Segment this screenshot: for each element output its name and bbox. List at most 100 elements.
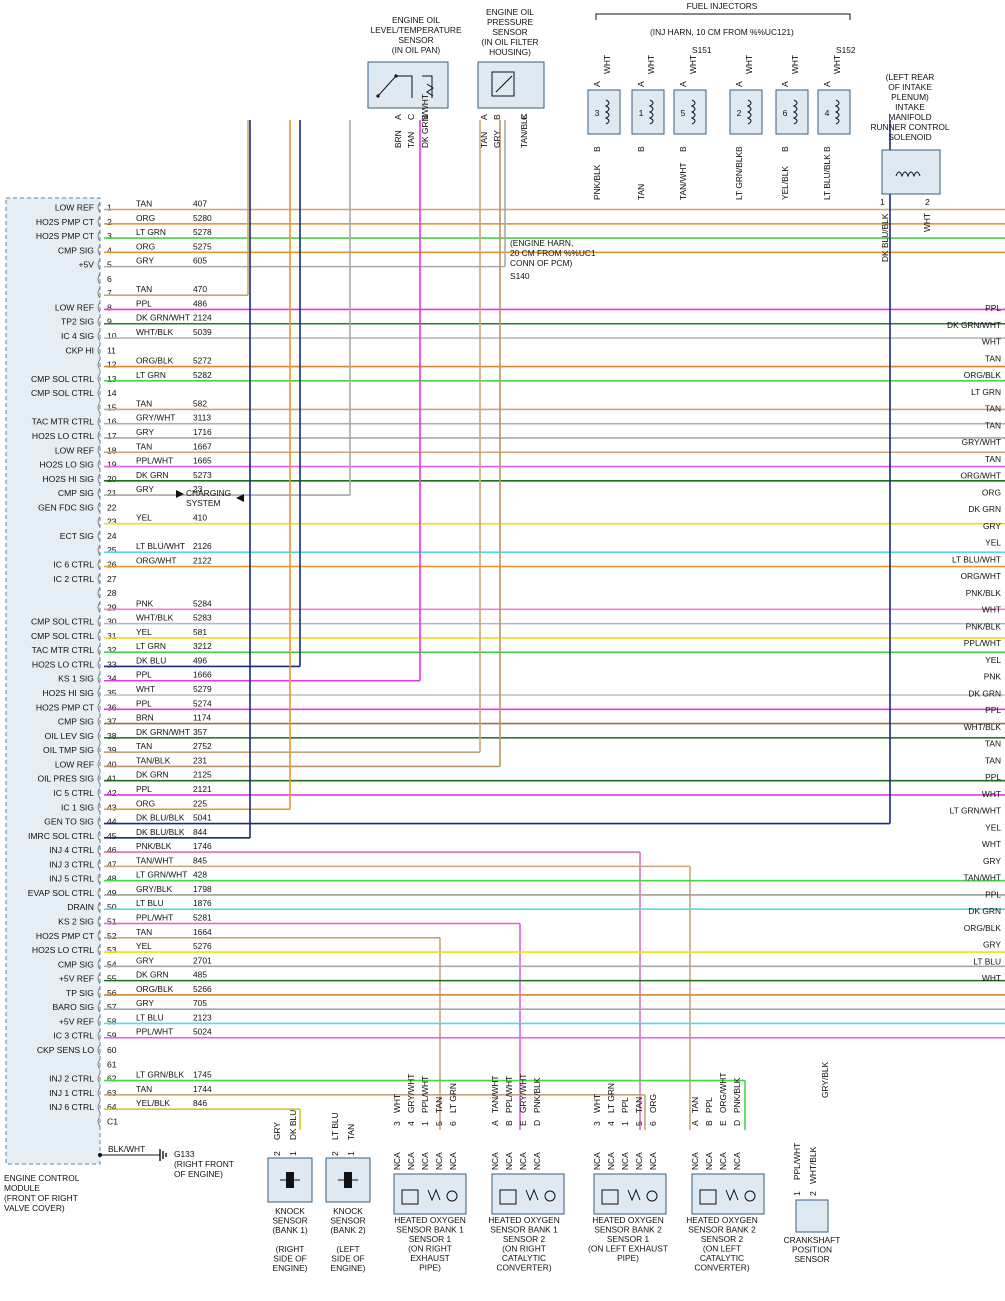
pcm-pin-number: 50 bbox=[107, 902, 117, 912]
ho2s22-title-line: CONVERTER) bbox=[694, 1263, 749, 1273]
wire-color-label: YEL/BLK bbox=[136, 1098, 170, 1108]
svg-text:TAN: TAN bbox=[634, 1097, 644, 1113]
right-edge-label: WHT/BLK bbox=[964, 722, 1002, 732]
right-edge-label: ORG/WHT bbox=[961, 471, 1001, 481]
pcm-pin-number: 48 bbox=[107, 874, 117, 884]
circuit-number-label: 605 bbox=[193, 256, 207, 266]
svg-text:NCA: NCA bbox=[690, 1152, 700, 1170]
svg-text:2: 2 bbox=[737, 108, 742, 118]
circuit-number-label: 1174 bbox=[193, 713, 211, 723]
wire-color-label: DK GRN/WHT bbox=[136, 313, 190, 323]
right-edge-label: TAN bbox=[985, 353, 1001, 363]
oil-level-wire-label: DK GRN/WHT bbox=[420, 94, 430, 148]
svg-text:WHT: WHT bbox=[688, 55, 698, 74]
pin-terminal-icon bbox=[97, 902, 101, 913]
svg-text:NCA: NCA bbox=[448, 1152, 458, 1170]
wire-color-label: LT GRN bbox=[136, 370, 166, 380]
ho2s12-title-line: CATALYTIC bbox=[502, 1253, 546, 1263]
ks2-title-line: SENSOR bbox=[330, 1216, 365, 1226]
pcm-pin-number: 51 bbox=[107, 917, 117, 927]
circuit-number-label: 2701 bbox=[193, 955, 212, 965]
pcm-pin-number: 3 bbox=[107, 231, 112, 241]
ks1-title-line: KNOCK bbox=[275, 1206, 305, 1216]
wire-color-label: TAN/WHT bbox=[136, 855, 174, 865]
pcm-pin-number: 6 bbox=[107, 274, 112, 284]
pcm-pin-number: 18 bbox=[107, 445, 117, 455]
pcm-signal-label: CMP SIG bbox=[58, 488, 94, 498]
svg-text:A: A bbox=[678, 81, 688, 87]
splice-s151: S151 bbox=[692, 45, 712, 55]
right-edge-label: YEL bbox=[985, 655, 1001, 665]
svg-text:PPL/WHT: PPL/WHT bbox=[504, 1076, 514, 1113]
svg-text:WHT: WHT bbox=[744, 55, 754, 74]
wire-color-label: YEL bbox=[136, 627, 152, 637]
pcm-pin-number: 58 bbox=[107, 1016, 117, 1026]
circuit-number-label: 23 bbox=[193, 484, 203, 494]
pcm-signal-label: HO2S HI SIG bbox=[42, 474, 94, 484]
wire-color-label: WHT bbox=[136, 684, 155, 694]
pcm-pin-number: 56 bbox=[107, 988, 117, 998]
right-edge-label: DK GRN bbox=[968, 504, 1001, 514]
svg-text:NCA: NCA bbox=[718, 1152, 728, 1170]
wire-color-label: ORG/BLK bbox=[136, 984, 174, 994]
circuit-number-label: 486 bbox=[193, 298, 207, 308]
wire-color-label: TAN bbox=[136, 398, 152, 408]
wire-color-label: LT BLU bbox=[136, 1012, 164, 1022]
pcm-pin-number: 24 bbox=[107, 531, 117, 541]
ho2s11-title-line: (ON RIGHT bbox=[408, 1244, 452, 1254]
pcm-caption-2: MODULE bbox=[4, 1183, 40, 1193]
ho2s12-title-line: CONVERTER) bbox=[496, 1263, 551, 1273]
wire-color-label: LT GRN bbox=[136, 227, 166, 237]
pin-terminal-icon bbox=[97, 502, 101, 513]
pcm-pin-number: 27 bbox=[107, 574, 117, 584]
svg-text:PPL/WHT: PPL/WHT bbox=[792, 1143, 802, 1180]
pin-terminal-icon bbox=[97, 445, 101, 456]
circuit-number-label: 1664 bbox=[193, 927, 212, 937]
circuit-number-label: 5275 bbox=[193, 241, 212, 251]
pcm-signal-label: HO2S LO SIG bbox=[40, 460, 95, 470]
pcm-caption-1: ENGINE CONTROL bbox=[4, 1173, 80, 1183]
svg-text:NCA: NCA bbox=[620, 1152, 630, 1170]
pcm-signal-label: HO2S PMP CT bbox=[36, 702, 95, 712]
ground-wire-label: BLK/WHT bbox=[108, 1144, 145, 1154]
pin-terminal-icon bbox=[97, 430, 101, 442]
svg-text:PPL: PPL bbox=[704, 1097, 714, 1113]
pcm-pin-number: 8 bbox=[107, 302, 112, 312]
pcm-signal-label: GEN TO SIG bbox=[44, 817, 94, 827]
right-edge-label: PNK/BLK bbox=[966, 621, 1002, 631]
right-edge-label: DK GRN bbox=[968, 688, 1001, 698]
svg-text:NCA: NCA bbox=[592, 1152, 602, 1170]
pin-terminal-icon bbox=[97, 930, 101, 941]
svg-text:NCA: NCA bbox=[406, 1152, 416, 1170]
circuit-number-label: 1716 bbox=[193, 427, 212, 437]
circuit-number-label: 231 bbox=[193, 755, 207, 765]
ho2s11-title-line: SENSOR 1 bbox=[409, 1234, 452, 1244]
pcm-signal-label: HO2S PMP CT bbox=[36, 231, 95, 241]
circuit-number-label: 2126 bbox=[193, 541, 212, 551]
fuel-injectors-title: FUEL INJECTORS bbox=[687, 1, 758, 11]
pcm-signal-label: OIL LEV SIG bbox=[45, 731, 95, 741]
right-edge-label: WHT bbox=[982, 839, 1001, 849]
fuel-injectors-bracket bbox=[595, 13, 851, 20]
wire-color-label: GRY bbox=[136, 484, 154, 494]
charging-arrow-left-icon bbox=[236, 494, 244, 502]
svg-text:SENSOR: SENSOR bbox=[492, 27, 527, 37]
wire-color-label: GRY/WHT bbox=[136, 413, 175, 423]
pcm-pin-number: 35 bbox=[107, 688, 117, 698]
pcm-signal-label: INJ 3 CTRL bbox=[49, 859, 94, 869]
circuit-number-label: 1746 bbox=[193, 841, 212, 851]
pcm-pin-number: 42 bbox=[107, 788, 117, 798]
pcm-signal-label: CMP SOL CTRL bbox=[31, 631, 94, 641]
pin-terminal-icon bbox=[97, 373, 101, 385]
ks2-title-line: (BANK 2) bbox=[330, 1225, 366, 1235]
pcm-signal-label: INJ 5 CTRL bbox=[49, 874, 94, 884]
svg-text:NCA: NCA bbox=[606, 1152, 616, 1170]
pcm-pin-number: 17 bbox=[107, 431, 117, 441]
svg-text:PPL/WHT: PPL/WHT bbox=[420, 1076, 430, 1113]
charging-label-1: CHARGING bbox=[186, 488, 231, 498]
oil-level-wire-label: TAN bbox=[406, 132, 416, 148]
svg-text:A: A bbox=[490, 1120, 500, 1126]
